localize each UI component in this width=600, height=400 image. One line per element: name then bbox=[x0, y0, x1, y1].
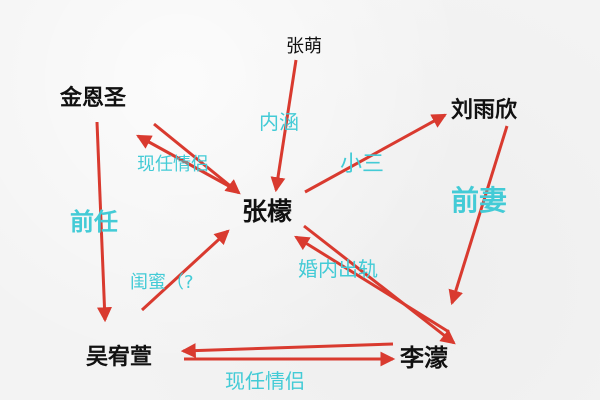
arrow-li-to-center bbox=[294, 235, 450, 334]
relation-label-current-couple-1: 现任情侣 bbox=[137, 154, 209, 175]
arrow-center-to-li bbox=[303, 224, 456, 345]
relation-label-current-couple-2: 现任情侣 bbox=[225, 369, 305, 393]
arrow-jin-to-wu bbox=[95, 121, 112, 323]
node-jin-ensheng: 金恩圣 bbox=[60, 86, 127, 111]
relation-label-bestie: 闺蜜（? bbox=[130, 272, 194, 293]
node-wu-youxuan: 吴宥萱 bbox=[86, 345, 153, 370]
relation-label-ex-wife: 前妻 bbox=[451, 184, 508, 217]
node-zhang-meng-top: 张萌 bbox=[286, 36, 322, 57]
arrow-li-to-wu bbox=[180, 342, 394, 359]
node-zhang-meng-center: 张檬 bbox=[242, 197, 293, 226]
arrow-wu-to-center bbox=[140, 229, 230, 312]
arrow-jin-to-center bbox=[153, 122, 241, 195]
node-li-mao: 李濛 bbox=[400, 344, 448, 372]
node-liu-yuxin: 刘雨欣 bbox=[451, 98, 518, 123]
relation-label-ex: 前任 bbox=[70, 208, 118, 236]
arrow-liu-to-li bbox=[448, 125, 509, 306]
arrow-center-to-liu bbox=[304, 113, 447, 194]
arrow-zhangmeng-top-to-center bbox=[270, 59, 298, 193]
relation-label-neihan: 内涵 bbox=[259, 110, 299, 134]
arrow-center-to-jin bbox=[136, 134, 237, 192]
relation-label-xiaosan: 小三 bbox=[340, 152, 385, 177]
relation-label-affair: 婚内出轨 bbox=[298, 257, 378, 281]
